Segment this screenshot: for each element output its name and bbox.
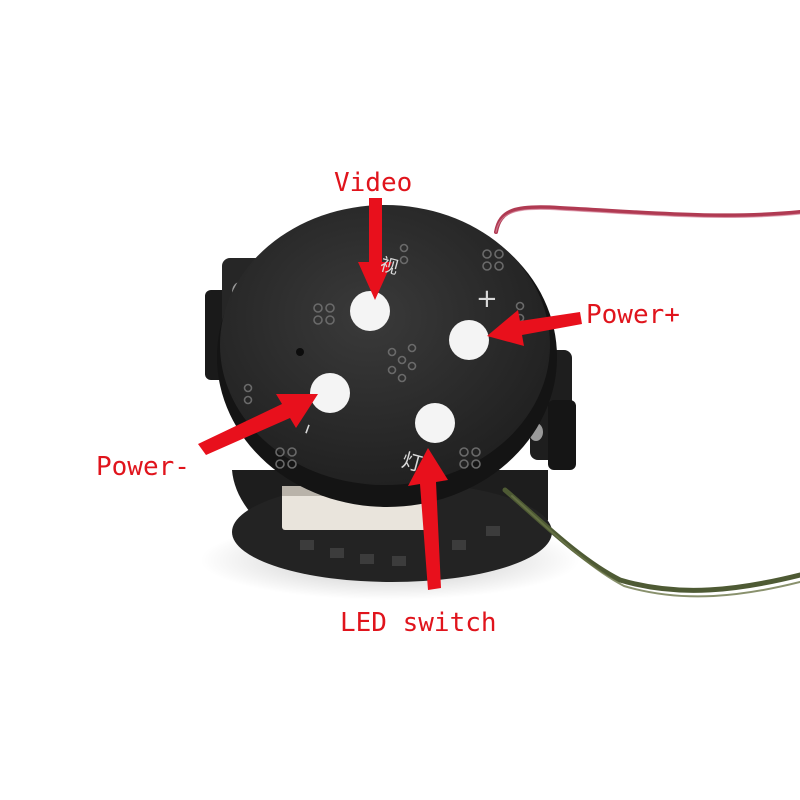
lower-components: [300, 526, 500, 566]
label-video: Video: [334, 168, 413, 198]
power-minus-pad: [310, 373, 350, 413]
power-plus-pad: [449, 320, 489, 360]
silk-plus: +: [476, 284, 498, 314]
silkscreen-dots: [243, 243, 525, 469]
via-hole: [296, 348, 304, 356]
label-led-switch: LED switch: [340, 608, 497, 638]
annotation-arrows: [198, 198, 582, 590]
power-minus-arrow: [198, 394, 318, 455]
green-wire-2: [511, 495, 800, 598]
video-arrow: [358, 198, 392, 300]
label-power-plus: Power+: [586, 300, 680, 330]
led-switch-pad: [415, 403, 455, 443]
red-wire-highlight: [495, 208, 800, 233]
led-switch-arrow: [408, 448, 448, 590]
video-pad: [350, 291, 390, 331]
label-power-minus: Power-: [96, 452, 190, 482]
power-plus-arrow: [487, 310, 582, 346]
red-wire: [494, 205, 800, 234]
pcb-top: [220, 205, 550, 485]
